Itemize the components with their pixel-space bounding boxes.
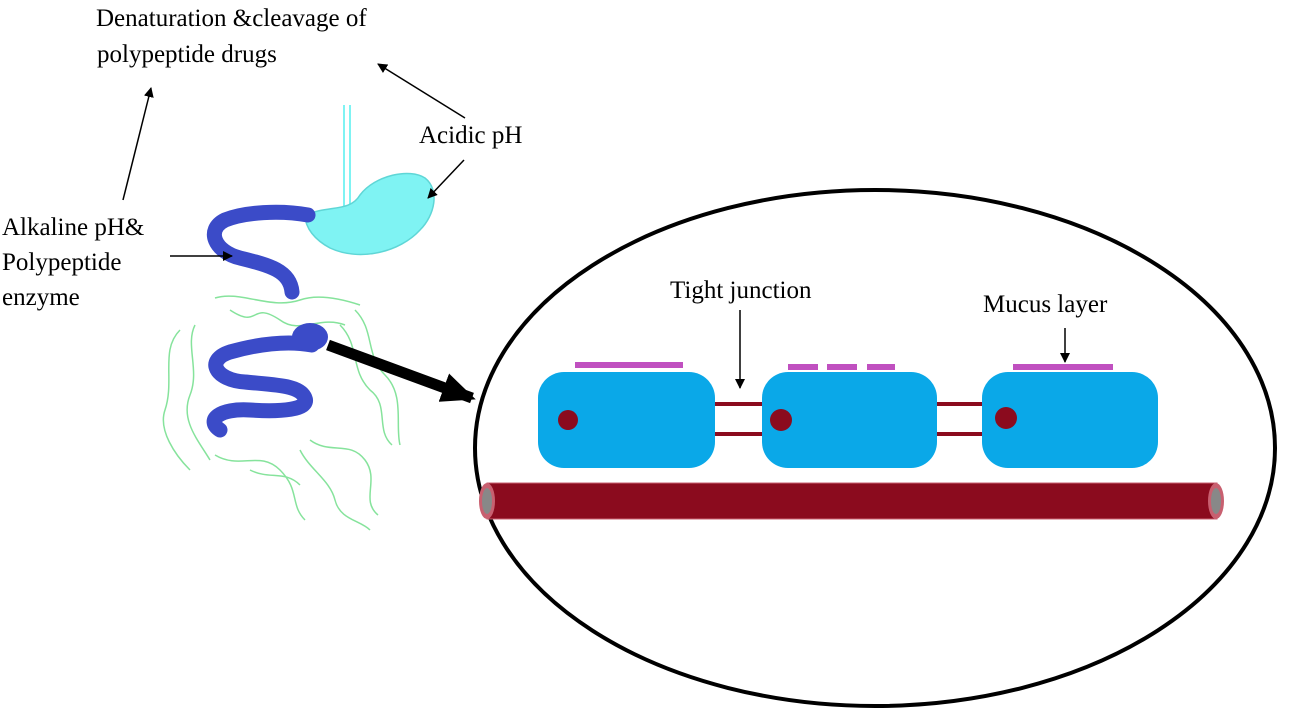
mucus-segment	[575, 362, 683, 368]
label-denaturation-line2: polypeptide drugs	[97, 41, 277, 68]
nucleus	[995, 407, 1017, 429]
blood-vessel	[479, 482, 1224, 520]
epithelial-cell-3	[982, 364, 1158, 468]
intestine-bulb	[292, 323, 328, 351]
label-denaturation-line1: Denaturation &cleavage of	[96, 5, 367, 32]
intestinal-villi	[162, 295, 401, 531]
mucus-segment	[1013, 364, 1113, 370]
mucus-segment	[827, 364, 857, 370]
epithelial-cell-2	[762, 364, 937, 468]
nucleus	[558, 410, 578, 430]
mucus-segment	[788, 364, 818, 370]
magnify-arrow	[326, 339, 476, 404]
small-intestine-upper	[206, 204, 316, 300]
small-intestine-coil	[206, 335, 320, 438]
arrow-alkaline-up	[122, 87, 154, 201]
esophagus	[343, 105, 351, 210]
nucleus	[770, 409, 792, 431]
stomach	[304, 172, 435, 256]
label-alkaline-line2: Polypeptide	[2, 249, 121, 276]
arrow-acidic-up	[377, 63, 466, 119]
arrow-acidic-stomach	[427, 159, 465, 199]
epithelial-cell-1	[538, 362, 715, 468]
label-acidic-ph: Acidic pH	[419, 122, 522, 149]
label-alkaline-line1: Alkaline pH&	[2, 214, 144, 241]
label-mucus-layer: Mucus layer	[983, 291, 1108, 318]
mucus-segment	[867, 364, 895, 370]
label-alkaline-line3: enzyme	[2, 284, 80, 311]
tight-junctions	[712, 402, 985, 436]
label-tight-junction: Tight junction	[670, 277, 812, 304]
